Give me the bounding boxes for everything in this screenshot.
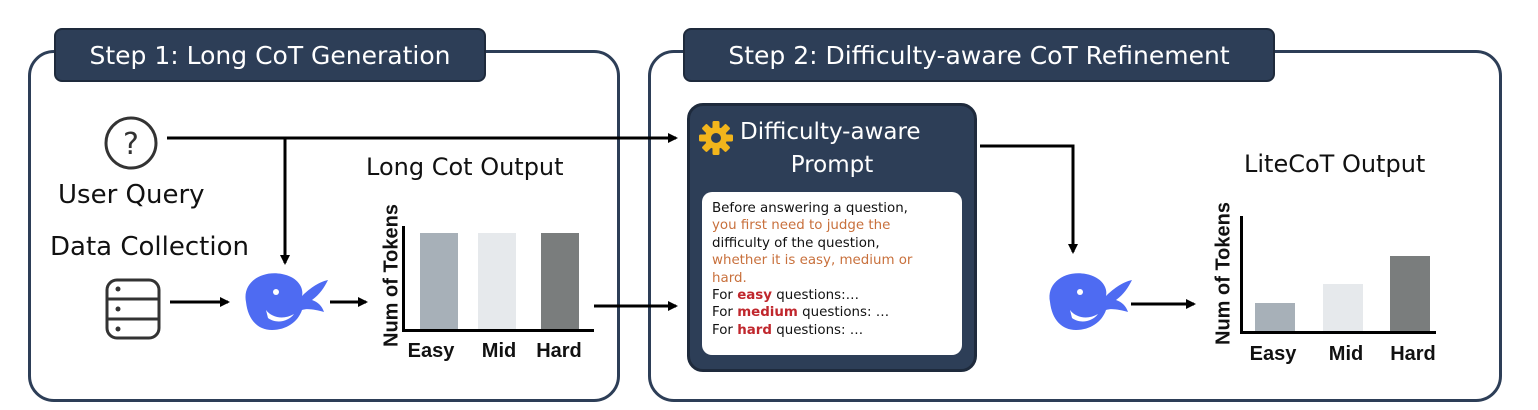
chart1-bar-easy <box>420 233 458 329</box>
prompt-to-model-arrow <box>980 144 1078 254</box>
prompt-line-3: difficulty of the question, <box>712 235 880 251</box>
step2-label: Step 2: Difficulty-aware CoT Refinement <box>683 28 1275 82</box>
svg-text:?: ? <box>123 127 139 162</box>
step1-label: Step 1: Long CoT Generation <box>54 28 486 82</box>
chart2-x-axis <box>1240 331 1436 334</box>
data-collection-label: Data Collection <box>50 232 249 262</box>
chart2-bar-easy <box>1255 303 1295 331</box>
chart2-bar-mid <box>1323 284 1363 331</box>
chart1-tick-easy: Easy <box>407 340 455 362</box>
chart2-tick-mid: Mid <box>1328 343 1364 365</box>
chart1-title: Long Cot Output <box>366 153 564 181</box>
prompt-line-4: whether it is easy, medium or <box>712 253 913 269</box>
prompt-easy-line: For easy questions:… <box>712 288 860 304</box>
chart2-tick-easy: Easy <box>1249 343 1297 365</box>
chart1-tick-mid: Mid <box>481 340 517 362</box>
prompt-title-line2: Prompt <box>790 152 874 178</box>
prompt-line-5: hard. <box>712 270 747 286</box>
whale-model-icon-2 <box>1049 273 1132 330</box>
chart1-x-axis <box>402 329 594 332</box>
database-icon <box>105 278 161 340</box>
prompt-medium-line: For medium questions: … <box>712 305 890 321</box>
prompt-line-1: Before answering a question, <box>712 201 908 216</box>
chart1-tick-hard: Hard <box>536 340 582 362</box>
chart2-tick-hard: Hard <box>1390 343 1436 365</box>
question-circle-icon: ? <box>104 116 158 170</box>
whale-model-icon <box>245 273 328 330</box>
step1-panel <box>28 50 620 402</box>
chart2-y-axis <box>1240 216 1243 334</box>
chart2-ylabel: Num of Tokens <box>1212 202 1235 345</box>
chart1-bar-hard <box>541 233 579 329</box>
chart1-y-axis <box>402 226 405 332</box>
chart1-bar-mid <box>478 233 516 329</box>
prompt-line-2: you first need to judge the <box>712 218 891 234</box>
gear-icon <box>699 121 733 155</box>
difficulty-aware-prompt-box: Difficulty-aware Prompt Before answering… <box>687 103 977 372</box>
prompt-text-card: Before answering a question, you first n… <box>702 192 962 355</box>
user-query-label: User Query <box>58 180 205 210</box>
prompt-hard-line: For hard questions: … <box>712 322 864 338</box>
chart1-ylabel: Num of Tokens <box>380 204 403 347</box>
chart2-bar-hard <box>1390 256 1430 331</box>
prompt-title-line1: Difficulty-aware <box>740 119 921 145</box>
chart2-title: LiteCoT Output <box>1244 150 1426 178</box>
